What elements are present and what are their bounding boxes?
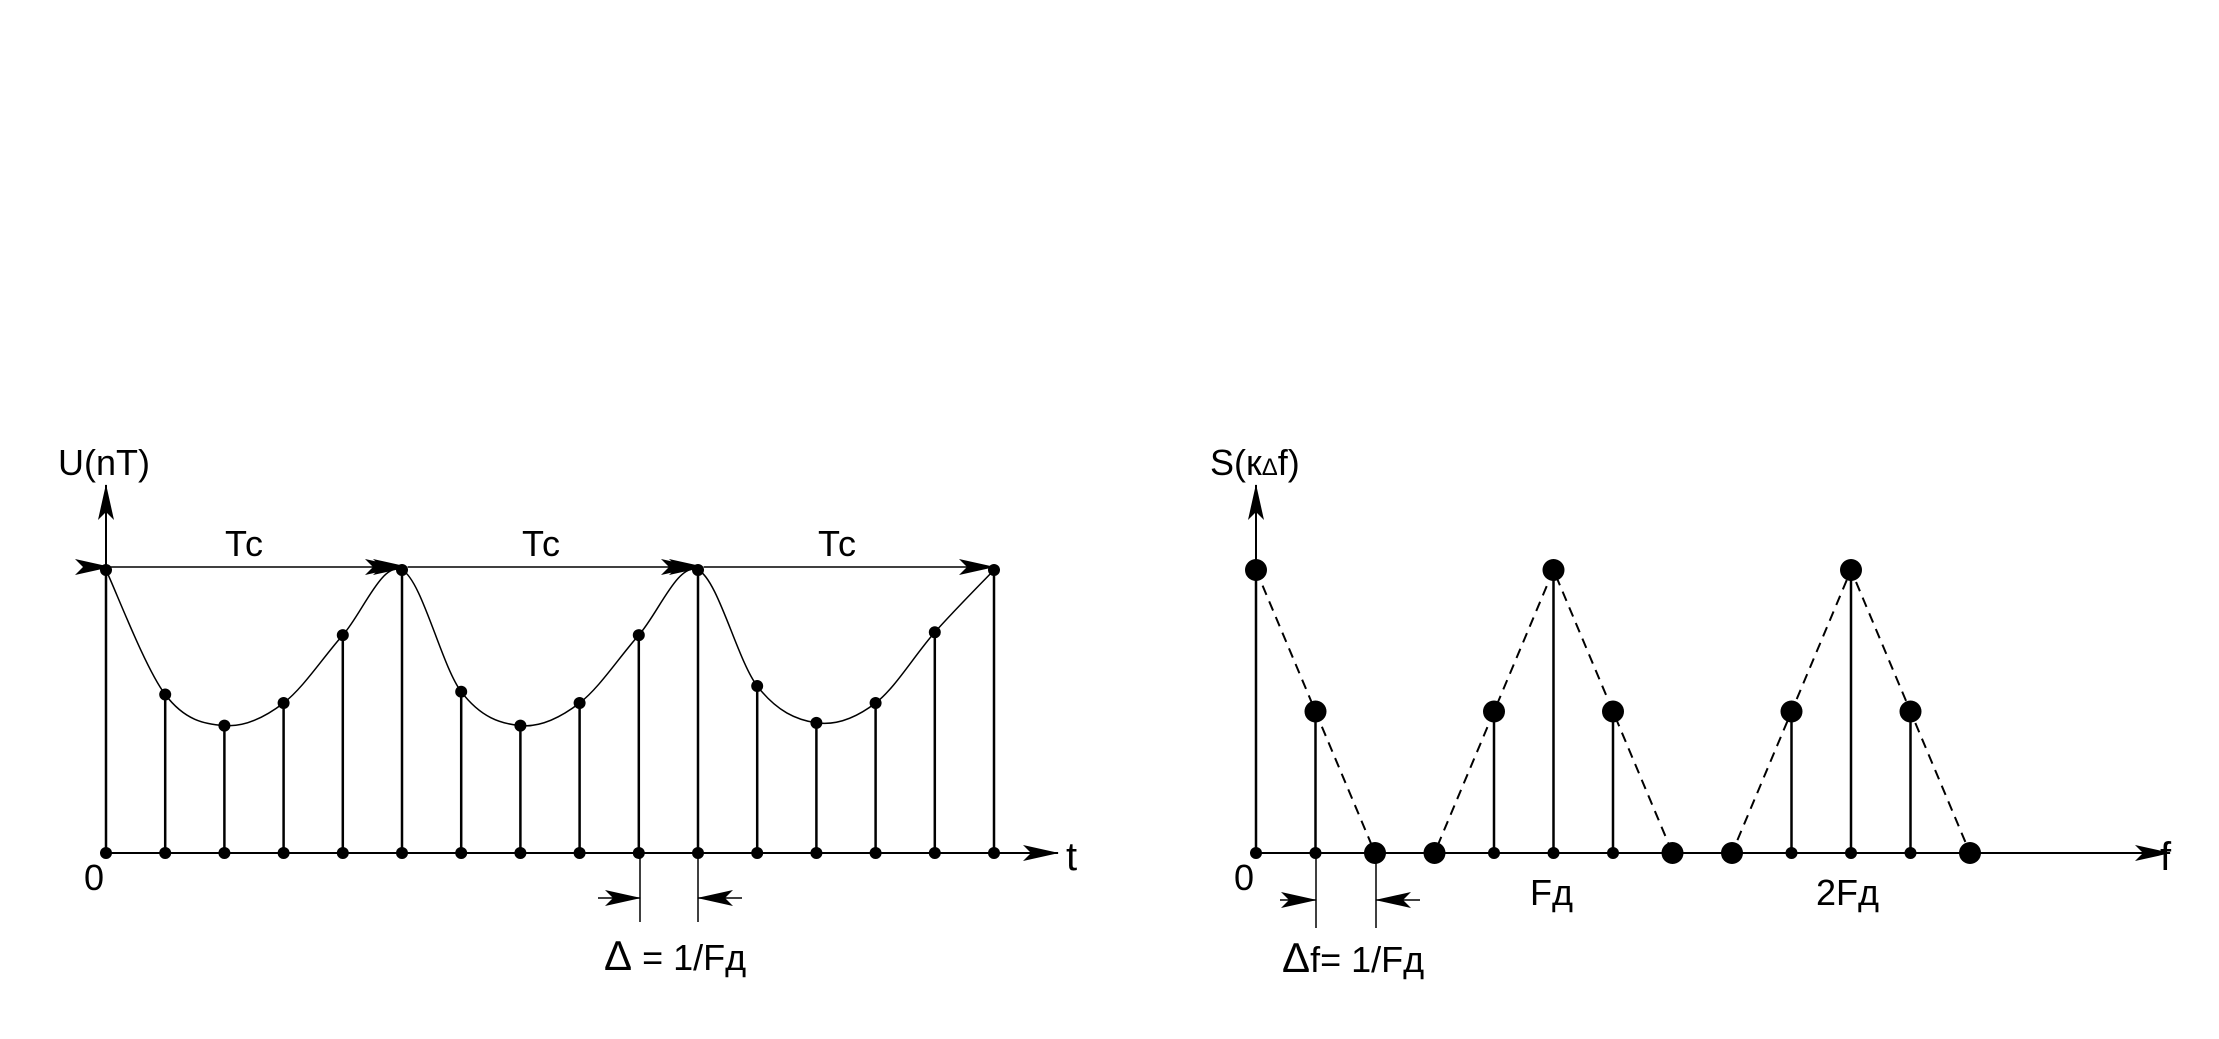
time-sample-point xyxy=(751,680,764,693)
left-origin-label: 0 xyxy=(84,857,104,898)
time-sample-point xyxy=(928,626,941,639)
time-sample-point xyxy=(692,564,704,576)
spectrum-baseline-point xyxy=(1488,847,1500,859)
time-domain-plot: U(nT) t 0 Тс Тс Тс Δ = 1/Fд xyxy=(58,442,1077,979)
left-sample-points xyxy=(100,564,1000,859)
spectrum-axis-label-head: S(к xyxy=(1210,442,1262,483)
spectrum-point xyxy=(1840,559,1862,581)
time-baseline-point xyxy=(218,847,231,859)
time-baseline-point xyxy=(988,847,1000,859)
amplitude-axis-label: U(nT) xyxy=(58,442,150,483)
frequency-step-label: Δf= 1/Fд xyxy=(1282,934,1424,981)
spectrum-baseline-point xyxy=(1547,847,1560,859)
spectrum-point xyxy=(1661,842,1684,864)
spectrum-baseline-point xyxy=(1904,847,1917,859)
spectrum-plot: S(кΔf) f 0 Fд 2Fд Δf= 1/Fд xyxy=(1210,442,2172,981)
delta-symbol: Δ xyxy=(604,932,632,979)
time-sample-point xyxy=(100,564,112,576)
time-sample-point xyxy=(514,719,527,732)
spectrum-point xyxy=(1780,700,1803,723)
time-axis-label: t xyxy=(1066,835,1077,879)
df-delta-symbol: Δ xyxy=(1282,934,1310,981)
time-baseline-point xyxy=(869,847,882,859)
time-sample-point xyxy=(455,685,468,698)
spectrum-baseline-point xyxy=(1785,847,1798,859)
sampling-interval-label: Δ = 1/Fд xyxy=(604,932,746,979)
spectrum-point xyxy=(1304,700,1327,723)
right-origin-label: 0 xyxy=(1234,857,1254,898)
time-sample-point xyxy=(573,697,586,710)
time-sample-point xyxy=(336,629,349,642)
spectrum-axis-label: S(кΔf) xyxy=(1210,442,1300,483)
time-baseline-point xyxy=(277,847,290,859)
spectrum-point xyxy=(1721,842,1743,864)
time-baseline-point xyxy=(514,847,527,859)
time-sample-point xyxy=(218,719,231,732)
sampled-signal-curve xyxy=(105,568,995,727)
time-baseline-point xyxy=(159,847,172,859)
time-sample-point xyxy=(869,697,882,710)
spectrum-baseline-point xyxy=(1607,847,1619,859)
time-baseline-point xyxy=(396,847,408,859)
tick-label-fd: Fд xyxy=(1530,872,1573,913)
time-sample-point xyxy=(277,697,290,710)
time-baseline-point xyxy=(336,847,349,859)
time-sample-point xyxy=(396,564,408,576)
spectrum-point xyxy=(1602,700,1624,723)
spectrum-axis-label-delta: Δ xyxy=(1262,454,1278,481)
right-sample-points xyxy=(1245,559,1981,864)
left-stems xyxy=(104,570,996,853)
df-formula: f= 1/Fд xyxy=(1310,939,1424,980)
time-baseline-point xyxy=(573,847,586,859)
spectrum-point xyxy=(1423,842,1446,864)
spectrum-point xyxy=(1483,700,1505,723)
delta-formula: = 1/Fд xyxy=(632,937,746,978)
frequency-axis-label: f xyxy=(2160,835,2172,879)
spectrum-axis-label-tail: f) xyxy=(1278,442,1300,483)
right-stems xyxy=(1254,570,1912,853)
time-baseline-point xyxy=(455,847,468,859)
time-sample-point xyxy=(632,629,645,642)
time-baseline-point xyxy=(928,847,941,859)
spectrum-point xyxy=(1959,842,1981,864)
time-sample-point xyxy=(810,716,823,729)
time-baseline-point xyxy=(632,847,645,859)
time-sample-point xyxy=(988,564,1000,576)
time-baseline-point xyxy=(751,847,764,859)
spectrum-point xyxy=(1899,700,1922,723)
time-baseline-point xyxy=(100,847,112,859)
period-label-1: Тс xyxy=(225,523,263,564)
tick-label-2fd: 2Fд xyxy=(1816,872,1879,913)
time-sample-point xyxy=(159,688,172,701)
spectrum-point xyxy=(1364,842,1386,864)
period-label-2: Тс xyxy=(522,523,560,564)
period-label-3: Тс xyxy=(818,523,856,564)
spectrum-point xyxy=(1542,559,1565,581)
time-baseline-point xyxy=(810,847,823,859)
spectrum-point xyxy=(1245,559,1267,581)
spectrum-baseline-point xyxy=(1250,847,1262,859)
spectrum-baseline-point xyxy=(1845,847,1857,859)
